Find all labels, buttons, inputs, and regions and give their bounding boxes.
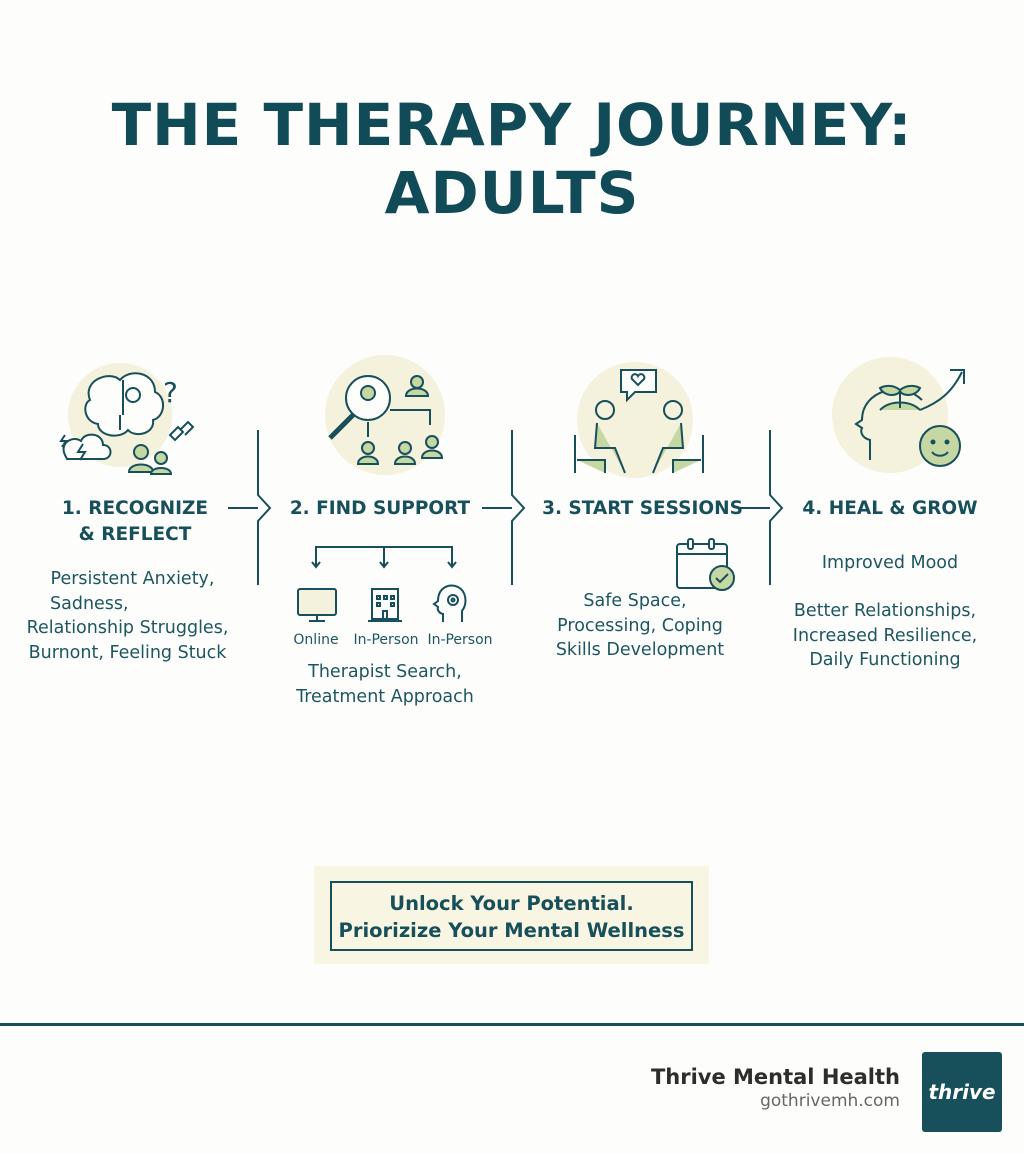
therapy-session-icon [574,362,704,478]
arrow-2 [482,430,526,585]
step-4-highlight: Improved Mood [821,553,959,573]
search-people-icon [325,355,445,475]
cta-box: Unlock Your Potential.Priorizize Your Me… [330,881,693,951]
growth-head-icon [832,357,965,473]
page-title-line2: ADULTS [384,159,640,227]
arrow-3 [740,430,784,585]
brand-url[interactable]: gothrivemh.com [760,1091,900,1111]
option-in-person: In-Person [353,632,419,648]
building-icon [368,588,402,622]
option-online: Online [293,632,339,648]
flow-connectors [228,430,784,585]
monitor-icon [297,588,337,622]
step-2-body: Therapist Search,Treatment Approach [296,662,474,707]
calendar-check-icon [676,538,735,591]
thrive-logo: thrive [922,1052,1002,1132]
step-1-heading: 1. RECOGNIZE& REFLECT [61,498,209,545]
svg-text:?: ? [163,376,178,409]
brand-name: Thrive Mental Health [650,1065,900,1089]
support-branch-lines [315,546,453,566]
step-2-heading: 2. FIND SUPPORT [289,498,471,519]
arrow-1 [228,430,272,585]
page-title-line1: THE THERAPY JOURNEY: [111,91,913,159]
step-4-heading: 4. HEAL & GROW [802,498,978,519]
step-3-heading: 3. START SESSIONS [542,498,743,519]
brain-question-icon: ? [59,363,195,475]
footer-divider [0,1023,1024,1026]
step-4-body: Better Relationships,Increased Resilienc… [792,601,978,670]
step-1-body: Persistent Anxiety,Sadness,Relationship … [26,569,229,663]
option-in-person-2: In-Person [427,632,493,648]
head-gear-icon [432,584,467,622]
